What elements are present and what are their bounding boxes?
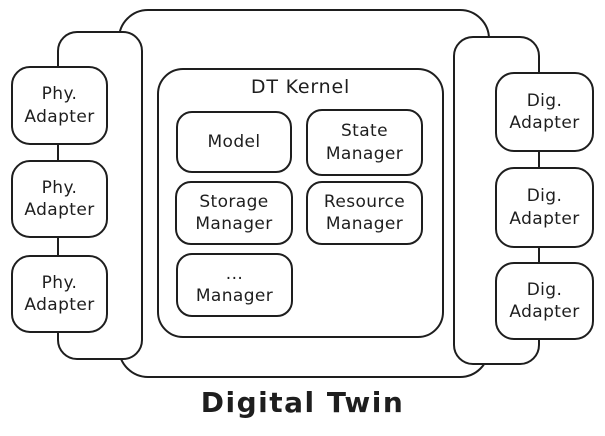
phy-adapter-box-2: Phy. Adapter: [11, 160, 108, 238]
dig-adapter-box-1: Dig. Adapter: [495, 72, 594, 152]
dig-adapter-label-3: Dig. Adapter: [509, 279, 580, 322]
module-label-storage-manager: Storage Manager: [195, 191, 273, 234]
dt-kernel-title: DT Kernel: [250, 76, 351, 98]
dig-adapter-box-3: Dig. Adapter: [495, 262, 594, 340]
module-label-model: Model: [207, 131, 261, 152]
phy-adapter-label-2: Phy. Adapter: [24, 177, 95, 220]
module-box-resource-manager: Resource Manager: [306, 181, 423, 245]
module-box-model: Model: [176, 111, 292, 173]
phy-adapter-box-3: Phy. Adapter: [11, 255, 108, 333]
dig-adapter-label-1: Dig. Adapter: [509, 90, 580, 133]
module-box-etc-manager: ... Manager: [176, 253, 293, 317]
phy-adapter-label-1: Phy. Adapter: [24, 84, 95, 127]
module-label-etc-manager: ... Manager: [195, 263, 274, 306]
phy-adapter-box-1: Phy. Adapter: [11, 66, 108, 145]
module-box-storage-manager: Storage Manager: [175, 181, 293, 245]
diagram-caption: Digital Twin: [200, 386, 405, 419]
module-box-state-manager: State Manager: [306, 109, 423, 176]
module-label-resource-manager: Resource Manager: [323, 191, 406, 234]
phy-adapter-label-3: Phy. Adapter: [24, 272, 95, 315]
dig-adapter-label-2: Dig. Adapter: [509, 186, 580, 229]
dig-adapter-box-2: Dig. Adapter: [495, 167, 594, 248]
module-label-state-manager: State Manager: [325, 121, 404, 164]
